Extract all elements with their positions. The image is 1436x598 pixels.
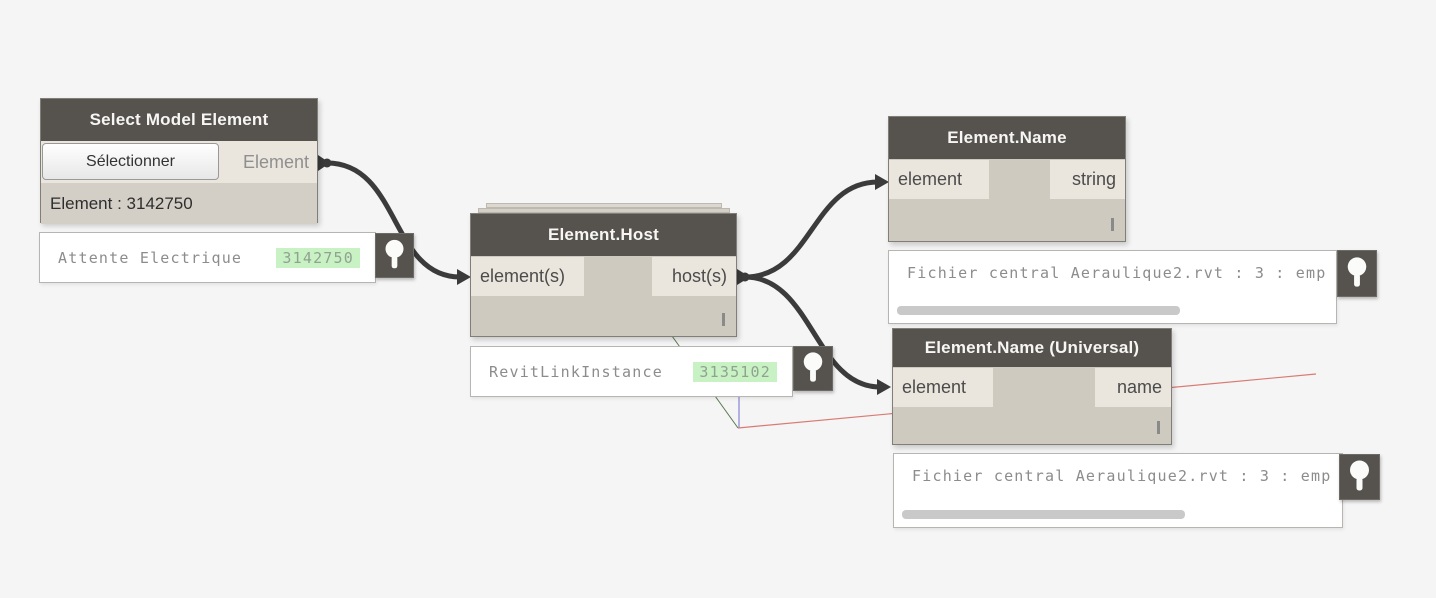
lacing-indicator[interactable]: I xyxy=(1111,218,1114,231)
port-nub-name-universal-input[interactable] xyxy=(877,379,891,395)
watch-bubble-attente: Attente Electrique 3142750 xyxy=(39,232,376,283)
watch-bubble-text: Fichier central Aeraulique2.rvt : 3 : em… xyxy=(912,467,1332,485)
map-pin-icon xyxy=(803,352,823,382)
node-stack-layer xyxy=(486,203,722,208)
port-elements-input[interactable]: element(s) xyxy=(471,257,584,296)
node-title-bar[interactable]: Element.Name (Universal) xyxy=(893,329,1171,367)
watch-bubble-text: RevitLinkInstance xyxy=(489,362,663,381)
lacing-indicator[interactable]: I xyxy=(722,313,725,326)
node-title: Element.Name (Universal) xyxy=(924,338,1140,357)
map-pin-icon xyxy=(385,239,404,269)
node-title: Select Model Element xyxy=(89,110,269,129)
port-element-input[interactable]: element xyxy=(889,160,989,199)
node-title-bar[interactable]: Element.Name xyxy=(889,117,1125,159)
node-stack-layer xyxy=(478,208,730,213)
port-element-input[interactable]: element xyxy=(893,368,993,407)
watch-bubble-text: Attente Electrique xyxy=(58,248,243,267)
watch-bubble-fichier-1: Fichier central Aeraulique2.rvt : 3 : em… xyxy=(888,250,1337,324)
node-title: Element.Name xyxy=(947,128,1067,147)
pin-button[interactable] xyxy=(375,233,414,278)
element-id-highlight[interactable]: 3142750 xyxy=(276,247,360,268)
node-element-name[interactable]: Element.Name element string I xyxy=(888,116,1126,242)
watch-bubble-fichier-2: Fichier central Aeraulique2.rvt : 3 : em… xyxy=(893,453,1343,528)
node-element-name-universal[interactable]: Element.Name (Universal) element name I xyxy=(892,328,1172,445)
map-pin-icon xyxy=(1347,257,1367,287)
pin-button[interactable] xyxy=(1339,454,1380,500)
pin-button[interactable] xyxy=(793,346,833,391)
element-id-highlight[interactable]: 3135102 xyxy=(693,361,777,382)
node-title-bar[interactable]: Select Model Element xyxy=(41,99,317,141)
watch-bubble-text: Fichier central Aeraulique2.rvt : 3 : em… xyxy=(907,264,1327,282)
lacing-indicator[interactable]: I xyxy=(1157,421,1160,434)
port-nub-name-input[interactable] xyxy=(875,174,889,190)
port-element-output[interactable]: Element xyxy=(242,151,309,172)
bubble-scrollbar[interactable] xyxy=(902,510,1185,519)
select-node-port-row: Sélectionner Element xyxy=(41,141,317,183)
selectionner-button[interactable]: Sélectionner xyxy=(42,143,219,180)
selected-element-status: Element : 3142750 xyxy=(41,183,317,224)
port-hosts-output[interactable]: host(s) xyxy=(652,257,736,296)
node-element-host[interactable]: Element.Host element(s) host(s) I xyxy=(470,213,737,337)
bubble-scrollbar[interactable] xyxy=(897,306,1180,315)
watch-bubble-revitlink: RevitLinkInstance 3135102 xyxy=(470,346,793,397)
wire-host-to-name[interactable] xyxy=(742,179,881,280)
node-title-bar[interactable]: Element.Host xyxy=(471,214,736,256)
port-nub-host-output[interactable] xyxy=(737,269,750,285)
map-pin-icon xyxy=(1350,460,1369,491)
port-nub-host-input[interactable] xyxy=(457,269,471,285)
port-string-output[interactable]: string xyxy=(1050,160,1125,199)
port-nub-select-output[interactable] xyxy=(318,155,330,171)
pin-button[interactable] xyxy=(1337,250,1377,297)
node-select-model-element[interactable]: Select Model Element Sélectionner Elemen… xyxy=(40,98,318,224)
port-name-output[interactable]: name xyxy=(1095,368,1171,407)
wire-host-to-name-universal[interactable] xyxy=(742,274,883,390)
node-title: Element.Host xyxy=(547,225,660,244)
wire-select-to-host[interactable] xyxy=(324,160,463,280)
